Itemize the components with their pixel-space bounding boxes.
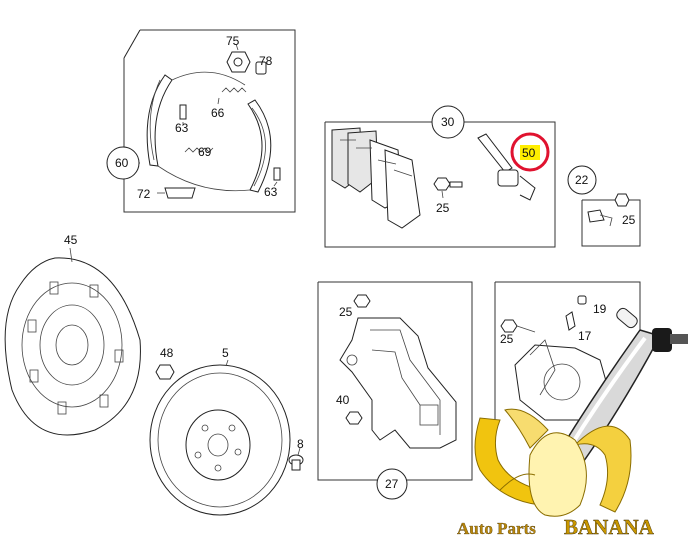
callout-19: 19 [593,302,607,316]
brake-disc: 5 [149,346,291,516]
brand-name-main: BANANA [564,515,655,539]
brake-pad-set [331,127,421,229]
panel-spring-clip: 22 25 [567,165,641,247]
callout-72: 72 [137,187,151,201]
screw-8: 8 [288,437,304,471]
callout-27: 27 [385,477,399,491]
callout-66: 66 [211,106,225,120]
banana-icon [474,408,632,517]
panel-caliper: 19 25 17 [494,281,641,480]
callout-60: 60 [115,156,129,170]
callout-17: 17 [578,329,592,343]
callout-25-carrier: 25 [339,305,353,319]
adjuster-nut [226,51,251,73]
highlight-mark-50 [520,145,540,160]
callout-25-pads: 25 [436,201,450,215]
spring-clip [587,209,605,223]
panel-caliper-carrier: 25 40 27 [317,281,473,500]
callout-60-circle [106,146,140,180]
callout-22: 22 [575,173,589,187]
panel-brake-pads: 30 50 25 [324,105,556,248]
spring-66 [221,87,247,93]
callout-5: 5 [222,346,229,360]
caliper-carrier [339,317,457,449]
bolt-25-carrier [353,294,371,308]
bolt-25-caliper [500,319,518,333]
callout-30: 30 [441,115,455,129]
callout-40: 40 [336,393,350,407]
bolt-48: 48 [155,346,175,380]
bolt-25-pads [433,177,463,191]
bolt-40 [345,411,363,425]
pin-63b [273,167,281,181]
spring-69 [184,147,214,153]
callout-69: 69 [198,145,212,159]
brand-name-prefix: Auto Parts [457,519,536,538]
dust-shield: 45 [4,233,141,436]
callout-8: 8 [297,437,304,451]
lever-72 [164,187,196,199]
pin-63a [179,104,187,120]
callout-30-circle [431,105,465,139]
cap-78 [255,61,267,75]
cap-19 [577,295,587,305]
callout-63-upper: 63 [175,121,189,135]
callout-25-caliper: 25 [500,332,514,346]
callout-75: 75 [226,34,240,48]
callout-48: 48 [160,346,174,360]
bolt-25-clip [614,193,630,207]
brake-shoe-right [247,99,272,193]
highlight-circle-50 [510,132,550,172]
panel-parking-brake: 75 78 66 63 69 60 72 63 [106,29,296,213]
callout-63-lower: 63 [264,185,278,199]
wear-sensor [477,133,536,201]
callout-27-circle [376,468,408,500]
callout-50: 50 [522,146,536,160]
callout-22-circle [567,165,597,195]
bleeder-17 [565,311,576,331]
callout-78: 78 [259,54,273,68]
callout-45: 45 [64,233,78,247]
callout-25-clip: 25 [622,213,636,227]
brand-logo: Auto Parts BANANA [457,307,688,539]
